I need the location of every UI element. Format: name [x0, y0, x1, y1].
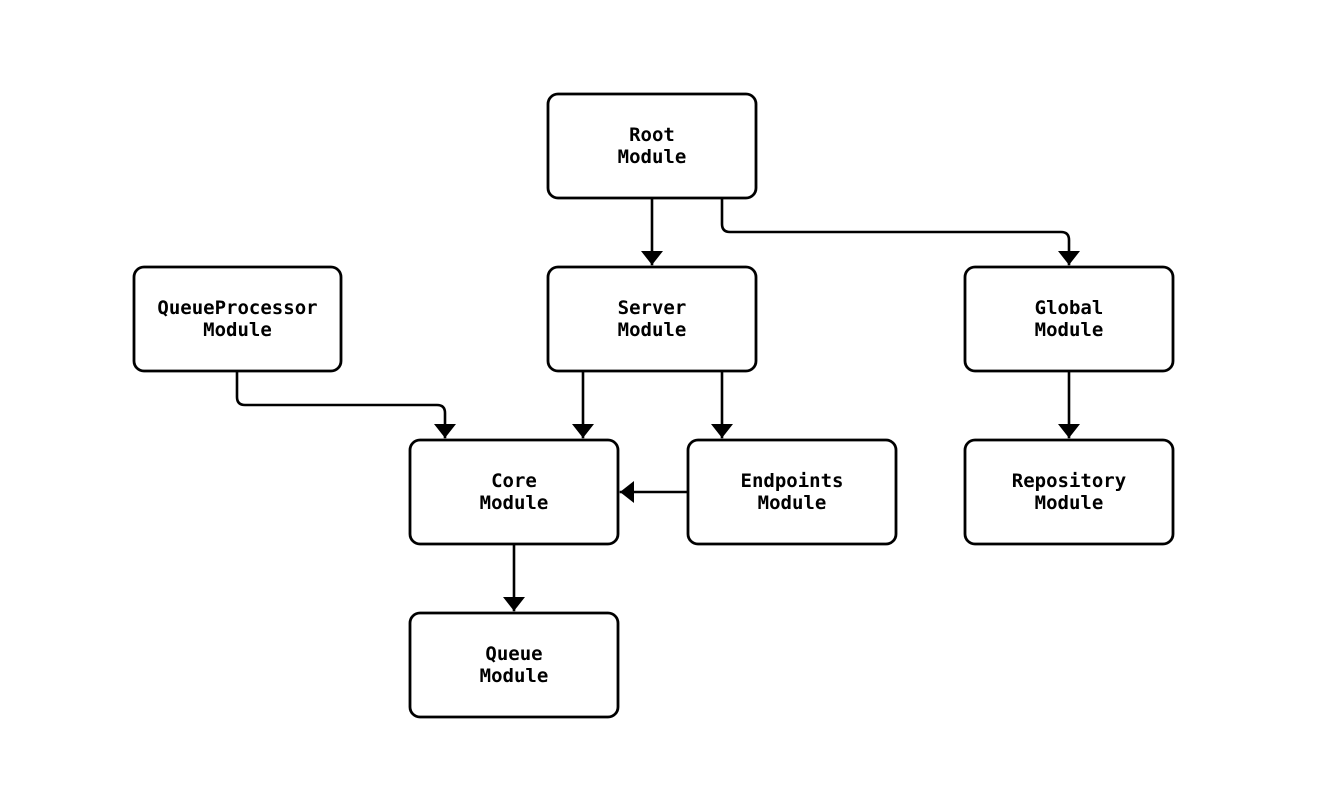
edge-queueprocessor-to-core	[235, 369, 456, 439]
edge-root-to-global	[720, 196, 1080, 266]
node-box-core	[408, 438, 620, 546]
node-box-repository	[963, 438, 1175, 546]
node-box-server	[546, 265, 758, 373]
node-box-root	[546, 92, 758, 200]
node-box-global	[963, 265, 1175, 373]
node-box-queue	[408, 611, 620, 719]
node-box-queueprocessor	[132, 265, 343, 373]
node-box-endpoints	[686, 438, 898, 546]
edges-layer	[235, 196, 1080, 612]
